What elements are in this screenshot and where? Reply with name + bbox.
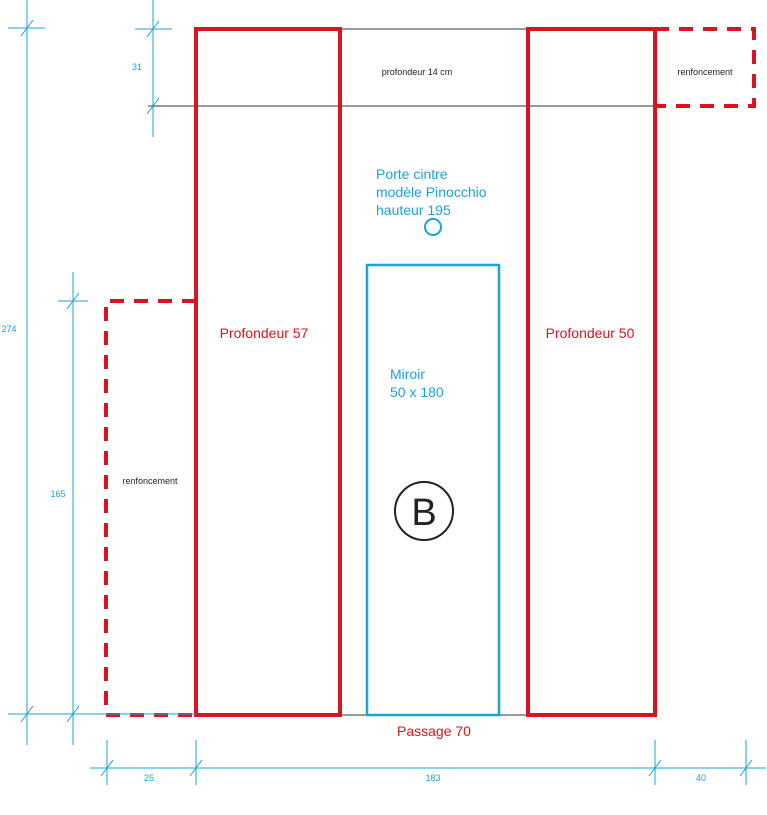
left-cabinet <box>194 27 342 717</box>
mirror-outline <box>365 263 501 717</box>
recess-right-label: renfoncement <box>677 67 733 77</box>
right-cabinet <box>526 27 657 717</box>
mirror-label-line2: 50 x 180 <box>390 384 444 400</box>
dim-40: 40 <box>696 773 706 783</box>
dim-183: 183 <box>425 773 440 783</box>
hanger-label-line3: hauteur 195 <box>376 202 451 218</box>
dim-31: 31 <box>132 62 142 72</box>
hanger-label-line2: modèle Pinocchio <box>376 184 487 200</box>
depth-right-label: Profondeur 50 <box>546 325 635 341</box>
right-recess-outline <box>655 27 756 108</box>
marker-circle <box>394 481 454 541</box>
recess-left-label: renfoncement <box>122 476 178 486</box>
dimension-lines <box>8 0 766 785</box>
dim-165: 165 <box>50 489 65 499</box>
hanger-label-line1: Porte cintre <box>376 166 448 182</box>
dim-274: 274 <box>1 324 16 334</box>
depth-top-label: profondeur 14 cm <box>382 67 453 77</box>
marker-letter: B <box>411 492 436 534</box>
dim-25: 25 <box>144 773 154 783</box>
left-recess-outline <box>104 299 196 717</box>
mirror-label-line1: Miroir <box>390 366 425 382</box>
passage-label: Passage 70 <box>397 723 471 739</box>
hanger-symbol <box>424 218 442 236</box>
depth-left-label: Profondeur 57 <box>220 325 309 341</box>
